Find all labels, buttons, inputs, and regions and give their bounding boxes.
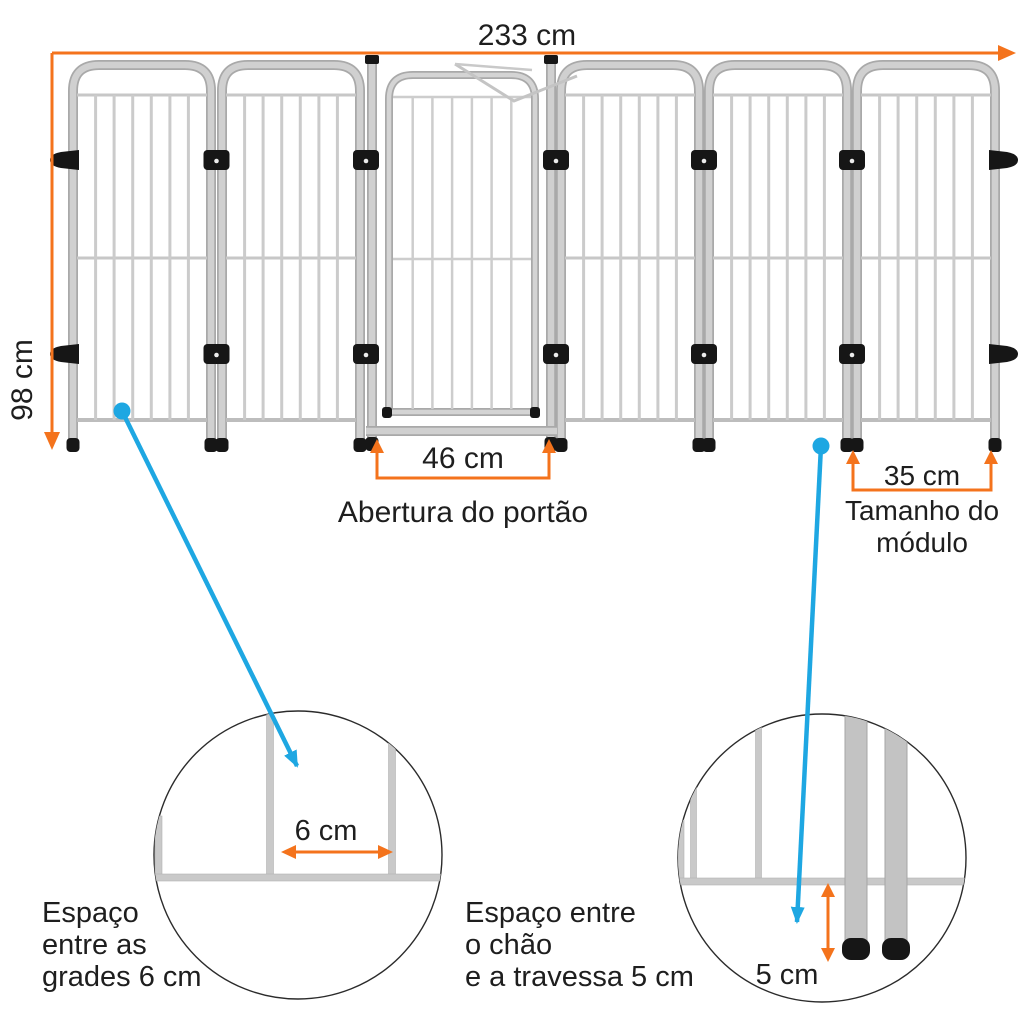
clamp-icon: [989, 344, 1018, 364]
callout-bar-spacing: [113, 402, 300, 768]
clamp-icon: [989, 150, 1018, 170]
gate-module: [365, 55, 578, 451]
clamp-icon: [691, 344, 717, 364]
clamp-icon: [203, 150, 230, 170]
fence-leg: [844, 714, 868, 949]
gate-door: [382, 71, 540, 418]
dimension-gate-opening: 46 cm Abertura do portão: [338, 439, 588, 529]
leg-foot: [842, 938, 870, 960]
floor-gap-label-line2: o chão: [465, 929, 552, 961]
fence-panel: [216, 65, 367, 452]
gate-post-cap: [365, 55, 379, 64]
total-width-value: 233 cm: [478, 19, 576, 52]
bar-spacing-label-line2: entre as: [42, 929, 147, 961]
clamp-icon: [50, 344, 79, 364]
bar-spacing-label: Espaço entre as grades 6 cm: [42, 897, 202, 993]
clamp-icon: [543, 150, 569, 170]
clamp-icon: [839, 150, 865, 170]
dimension-module-width: 35 cm Tamanho do módulo: [845, 450, 999, 558]
clamp-icon: [353, 344, 379, 364]
callout-floor-gap: [790, 437, 830, 924]
bar-spacing-label-line1: Espaço: [42, 897, 139, 929]
callout-dot: [113, 402, 131, 420]
lens-floor-gap: 5 cm: [677, 713, 967, 1003]
total-height-value: 98 cm: [6, 339, 39, 421]
module-width-value: 35 cm: [884, 460, 960, 491]
lens-bar-spacing: 6 cm: [153, 710, 443, 1000]
gate-latch-wire: [454, 62, 533, 72]
fence: [50, 55, 1018, 452]
gate-opening-label: Abertura do portão: [338, 496, 588, 529]
fence-panel: [555, 65, 706, 452]
floor-gap-value: 5 cm: [756, 959, 819, 991]
floor-gap-label-line3: e a travessa 5 cm: [465, 961, 694, 993]
fence-panel: [851, 65, 1002, 452]
dimension-total-height: 98 cm: [6, 53, 60, 450]
clamp-icon: [203, 344, 230, 364]
gate-opening-value: 46 cm: [422, 442, 504, 475]
leg-foot: [882, 938, 910, 960]
fence-panel: [67, 65, 218, 452]
dimension-total-width: 233 cm: [52, 19, 1016, 61]
module-width-label-line1: Tamanho do: [845, 495, 999, 526]
module-width-label-line2: módulo: [876, 527, 968, 558]
gate-post-cap: [544, 55, 558, 64]
clamp-icon: [543, 344, 569, 364]
fence-panel: [703, 65, 854, 452]
clamp-icon: [353, 150, 379, 170]
clamp-icon: [50, 150, 79, 170]
bar-spacing-value: 6 cm: [295, 815, 358, 847]
clamp-icon: [839, 344, 865, 364]
clamp-icon: [691, 150, 717, 170]
bar-spacing-label-line3: grades 6 cm: [42, 961, 202, 993]
fence-leg: [884, 714, 908, 949]
callout-dot: [812, 437, 830, 455]
gate-latch-hook: [454, 62, 578, 103]
floor-gap-label-line1: Espaço entre: [465, 897, 636, 929]
floor-gap-label: Espaço entre o chão e a travessa 5 cm: [465, 897, 694, 993]
